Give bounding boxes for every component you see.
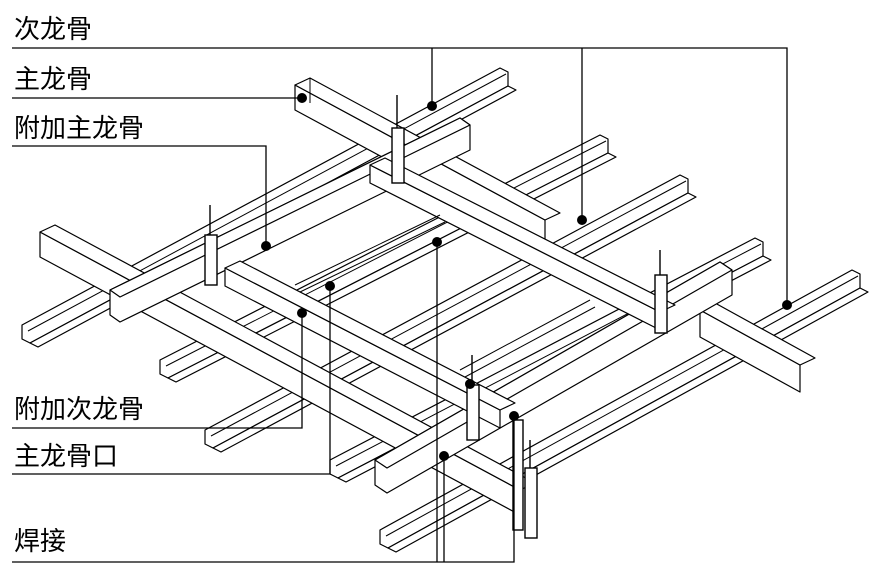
hanger-rods xyxy=(204,95,668,539)
hanger-rod-5 xyxy=(524,440,538,539)
hanger-rod-3 xyxy=(654,250,668,334)
label-main-keel-opening: 主龙骨口 xyxy=(14,442,118,472)
label-welding: 焊接 xyxy=(14,527,66,557)
leader-lines xyxy=(12,47,792,563)
label-additional-main-keel: 附加主龙骨 xyxy=(14,114,144,144)
additional-secondary-keels xyxy=(224,157,676,429)
leader-main-keel-opening xyxy=(12,286,331,475)
additional-secondary-keel-bottom xyxy=(224,260,516,429)
leader-additional-secondary-keel xyxy=(12,313,303,429)
labels: 次龙骨 主龙骨 附加主龙骨 附加次龙骨 主龙骨口 焊接 xyxy=(14,15,144,557)
hanger-rod-2 xyxy=(204,205,218,286)
leader-secondary-keel xyxy=(12,47,788,305)
hanger-clip-6 xyxy=(512,419,524,531)
leader-welding xyxy=(12,416,515,563)
label-secondary-keel: 次龙骨 xyxy=(14,15,92,45)
label-additional-secondary-keel: 附加次龙骨 xyxy=(14,395,144,425)
opening-inner-rails xyxy=(294,214,596,378)
label-main-keel: 主龙骨 xyxy=(14,65,92,95)
hanger-rod-1 xyxy=(391,95,405,184)
leader-additional-main-keel xyxy=(12,145,267,246)
hanger-rod-4 xyxy=(466,355,480,441)
